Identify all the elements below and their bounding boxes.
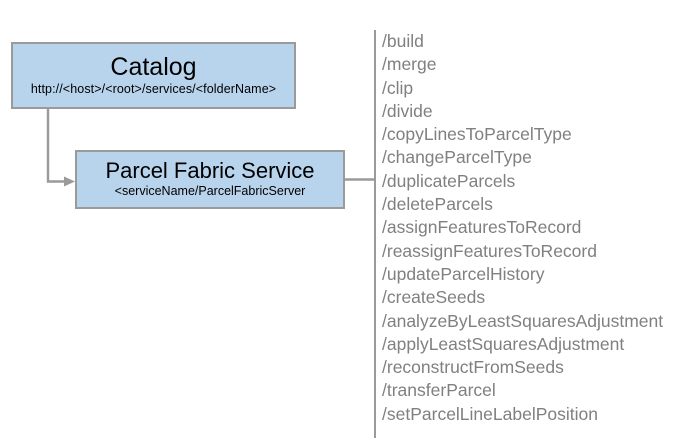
node-parcel-fabric-service-title: Parcel Fabric Service [105, 158, 315, 184]
operation-item[interactable]: /changeParcelType [382, 147, 532, 168]
operation-item[interactable]: /deleteParcels [382, 194, 493, 215]
operation-item[interactable]: /transferParcel [382, 380, 496, 401]
operation-item[interactable]: /setParcelLineLabelPosition [382, 403, 598, 424]
node-parcel-fabric-service-subtitle: <serviceName/ParcelFabricServer [114, 184, 306, 199]
operation-item[interactable]: /analyzeByLeastSquaresAdjustment [382, 310, 664, 331]
operation-item[interactable]: /applyLeastSquaresAdjustment [382, 333, 625, 354]
operation-item[interactable]: /reassignFeaturesToRecord [382, 240, 597, 261]
operation-item[interactable]: /duplicateParcels [382, 170, 516, 191]
operation-item[interactable]: /updateParcelHistory [382, 263, 545, 284]
operation-item[interactable]: /assignFeaturesToRecord [382, 217, 582, 238]
operation-item[interactable]: /clip [382, 77, 414, 98]
operations-list: /build/merge/clip/divide/copyLinesToParc… [376, 30, 663, 426]
operations-panel: /build/merge/clip/divide/copyLinesToParc… [374, 30, 663, 438]
operation-item[interactable]: /reconstructFromSeeds [382, 357, 564, 378]
operation-item[interactable]: /createSeeds [382, 287, 486, 308]
node-parcel-fabric-service[interactable]: Parcel Fabric Service <serviceName/Parce… [75, 150, 345, 209]
node-catalog[interactable]: Catalog http://<host>/<root>/services/<f… [11, 42, 296, 109]
node-catalog-title: Catalog [110, 52, 197, 81]
operation-item[interactable]: /divide [382, 100, 433, 121]
arrowhead-icon [64, 176, 75, 187]
operation-item[interactable]: /merge [382, 54, 437, 75]
operation-item[interactable]: /build [382, 31, 424, 51]
node-catalog-subtitle: http://<host>/<root>/services/<folderNam… [30, 81, 277, 96]
connector-catalog-to-service [46, 109, 75, 187]
operation-item[interactable]: /copyLinesToParcelType [382, 124, 572, 145]
